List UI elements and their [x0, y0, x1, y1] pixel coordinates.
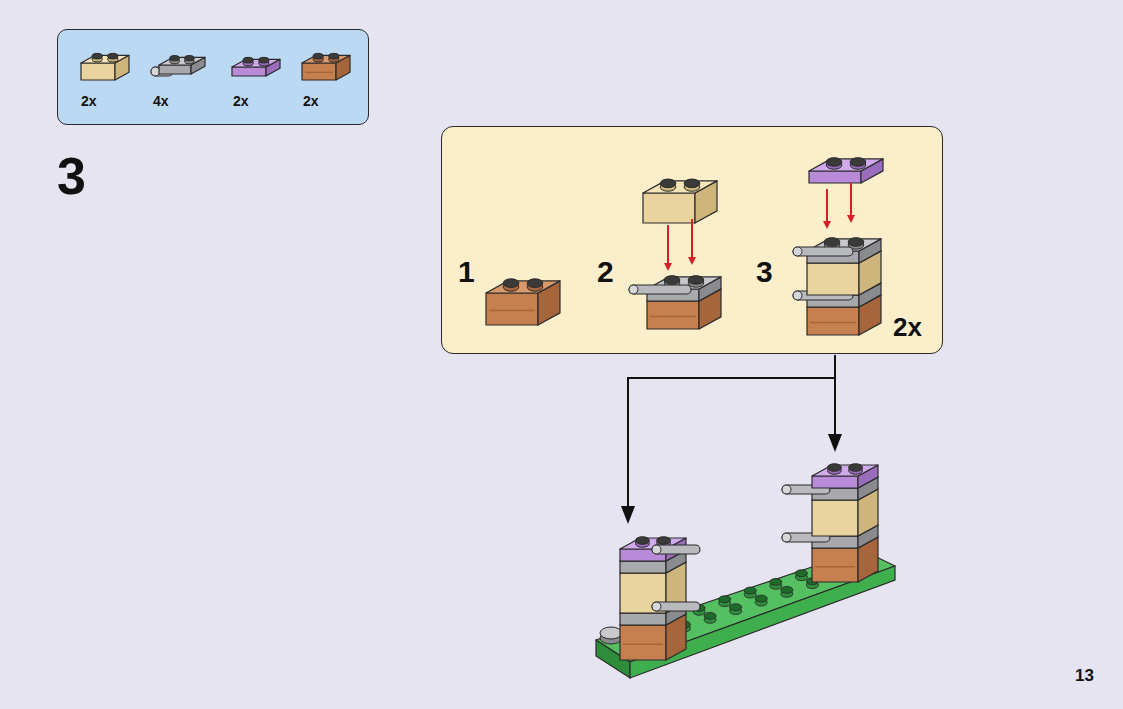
- stud-top: [636, 537, 650, 545]
- brown-brick: [486, 279, 560, 325]
- wood-grain: [489, 310, 535, 312]
- placement-line: [628, 355, 835, 508]
- brick-top: [81, 55, 129, 63]
- stud-top: [688, 276, 704, 285]
- part-count: 2x: [303, 94, 319, 108]
- stud-top: [660, 179, 676, 188]
- stud-top: [826, 158, 842, 167]
- gray-clip-plate: [159, 56, 205, 74]
- parts-list-box: 2x 4x 2x 2x: [57, 29, 369, 125]
- brick-top: [643, 181, 717, 193]
- stud-top: [664, 276, 680, 285]
- brick-front: [647, 301, 699, 329]
- brick-top: [486, 281, 560, 293]
- stud-top: [849, 464, 863, 472]
- step-number: 3: [57, 150, 86, 202]
- wood-grain: [810, 322, 856, 324]
- stud-top: [848, 238, 864, 247]
- stud-top: [824, 238, 840, 247]
- brick-top: [809, 159, 883, 171]
- arrowhead: [621, 506, 635, 524]
- stud-top: [527, 279, 543, 288]
- part-illustration: [58, 30, 370, 126]
- substep-number: 3: [756, 257, 773, 287]
- brick-front: [81, 63, 115, 80]
- clip-bar: [652, 545, 700, 554]
- brick-top: [159, 57, 205, 65]
- stud-top: [170, 56, 180, 61]
- stud-top: [850, 158, 866, 167]
- wood-grain: [815, 566, 855, 568]
- brick-front: [812, 548, 858, 582]
- brick-front: [812, 476, 858, 488]
- brick-front: [620, 613, 666, 625]
- brick-front: [812, 500, 858, 536]
- brick-front: [643, 193, 695, 223]
- arrowhead: [828, 434, 842, 452]
- brick-front: [620, 573, 666, 613]
- part-count: 2x: [81, 94, 97, 108]
- sub-assembly-box: 1 2 3 2x: [441, 126, 943, 354]
- clip-bar: [793, 247, 853, 256]
- red-arrowhead: [688, 257, 696, 265]
- stud-top: [828, 464, 842, 472]
- stud-top: [108, 53, 118, 59]
- brick-front: [486, 293, 538, 325]
- part-illustration: [442, 127, 944, 355]
- brick-top: [812, 465, 878, 476]
- page-number: 13: [1075, 667, 1094, 684]
- part-count: 4x: [153, 94, 169, 108]
- brick-front: [620, 561, 666, 573]
- stud-top: [313, 53, 323, 59]
- brick-top: [232, 59, 280, 67]
- red-arrow: [850, 183, 852, 216]
- stud-top: [503, 279, 519, 288]
- stud-top: [329, 53, 339, 59]
- clip-bar: [652, 602, 700, 611]
- red-arrow: [826, 189, 828, 222]
- brick-front: [620, 625, 666, 660]
- stud-top: [684, 179, 700, 188]
- red-arrowhead: [823, 221, 831, 229]
- substep-number: 2: [597, 257, 614, 287]
- wood-grain: [650, 316, 696, 318]
- round-tile: [600, 627, 622, 639]
- wood-grain: [623, 644, 663, 646]
- stud-top: [92, 53, 102, 59]
- placement-arrows: [621, 355, 842, 524]
- red-arrow: [667, 225, 669, 264]
- brown-brick: [302, 53, 350, 80]
- placement-line: [834, 378, 836, 436]
- brick-top: [302, 55, 350, 63]
- red-arrowhead: [847, 215, 855, 223]
- tan-brick: [81, 53, 129, 80]
- brick-front: [809, 171, 861, 183]
- stud-top: [657, 537, 671, 545]
- tan-brick: [643, 179, 717, 223]
- clip-bar: [629, 285, 691, 294]
- purple-plate: [809, 158, 883, 183]
- wood-grain: [305, 72, 333, 74]
- brick-front: [302, 63, 336, 80]
- substep-number: 1: [458, 257, 475, 287]
- multiplier: 2x: [893, 314, 922, 340]
- stud-top: [243, 57, 253, 63]
- part-count: 2x: [233, 94, 249, 108]
- brick-front: [159, 65, 191, 74]
- stud-top: [259, 57, 269, 63]
- red-arrowhead: [664, 263, 672, 271]
- purple-plate: [232, 57, 280, 76]
- brick-front: [807, 307, 859, 335]
- brick-front: [232, 67, 266, 76]
- stud-top: [185, 56, 195, 61]
- brick-front: [807, 263, 859, 295]
- purple-plate: [812, 464, 878, 488]
- red-arrow: [691, 219, 693, 258]
